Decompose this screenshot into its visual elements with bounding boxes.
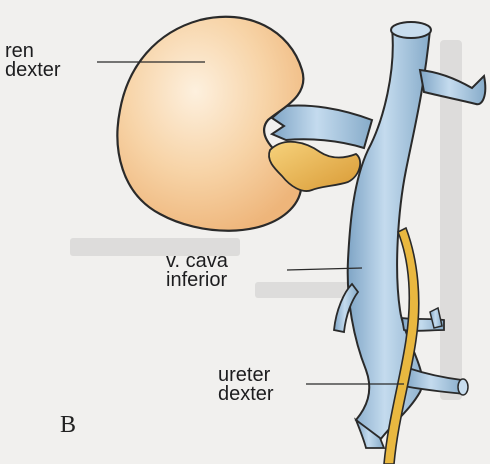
label-ren: ren dexter	[5, 42, 61, 80]
panel-letter: B	[60, 412, 76, 439]
label-ureter-line2: dexter	[218, 385, 274, 404]
label-vena-cava-line2: inferior	[166, 271, 228, 290]
kidney-shape	[117, 17, 303, 231]
label-ren-line2: dexter	[5, 61, 61, 80]
label-ureter: ureter dexter	[218, 366, 274, 404]
label-vena-cava: v. cava inferior	[166, 252, 228, 290]
